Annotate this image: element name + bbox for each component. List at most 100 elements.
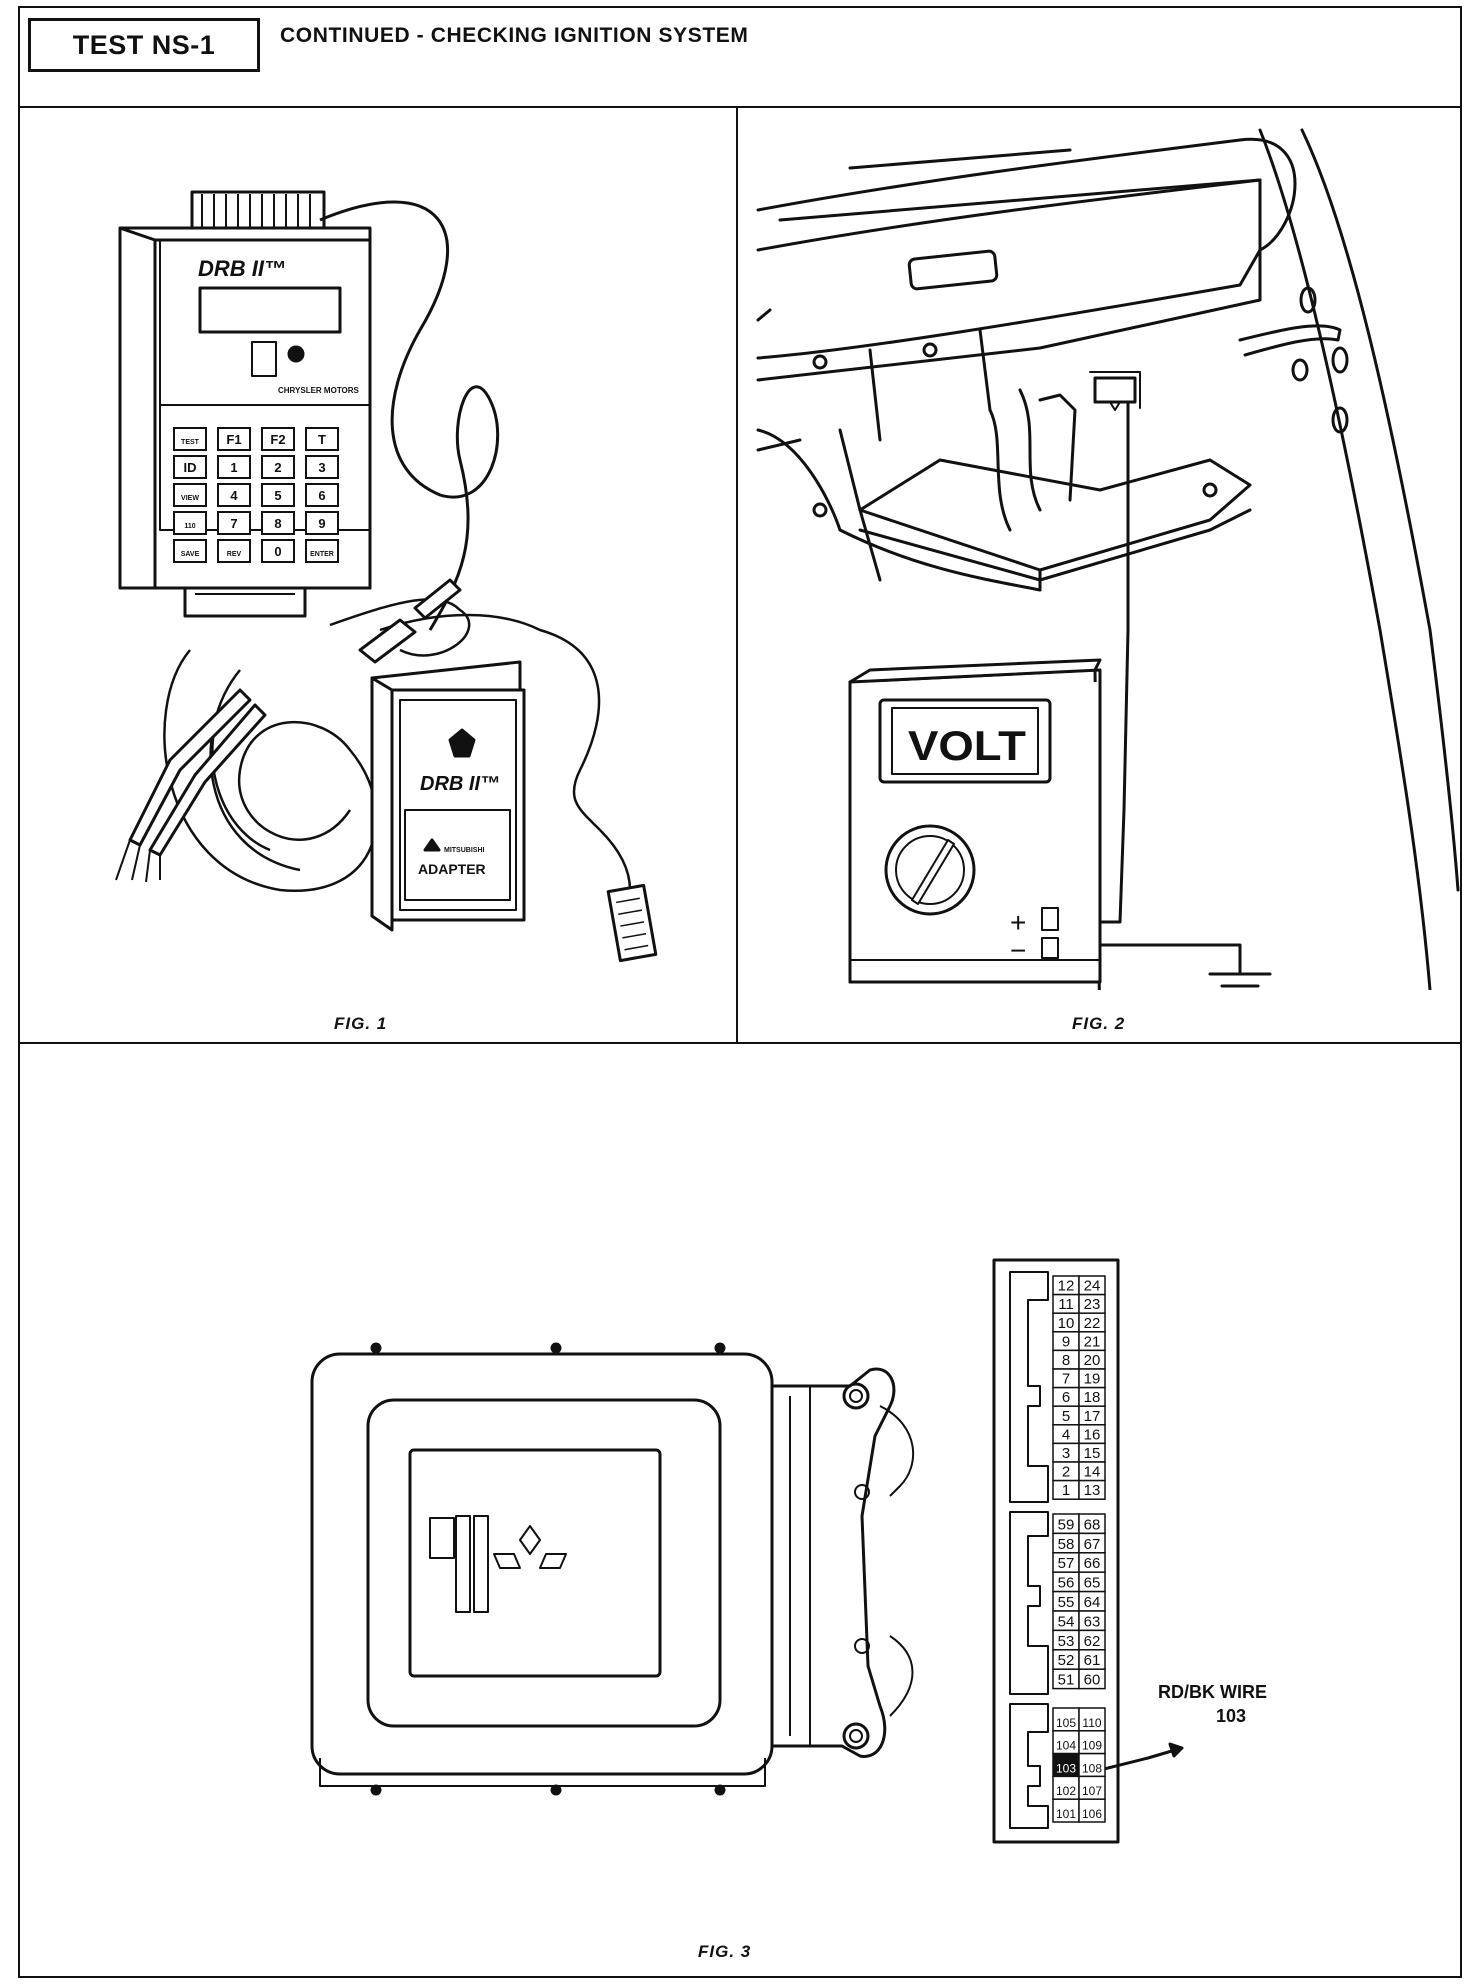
- connector-pin-number: 24: [1084, 1278, 1101, 1295]
- connector-pin-number: 1: [1062, 1482, 1070, 1499]
- diagnostic-connector: [1093, 376, 1137, 404]
- cable-plug: [413, 578, 462, 620]
- connector-pin-number: 4: [1062, 1426, 1070, 1443]
- connector-pin-number: 10: [1058, 1315, 1075, 1332]
- connector-pin-number: 23: [1084, 1296, 1101, 1313]
- ecu-inner-panel: [366, 1398, 722, 1728]
- test-id-box: TEST NS-1: [28, 18, 260, 72]
- row1-rule: [18, 1042, 1462, 1044]
- connector-pin-number: 52: [1058, 1652, 1075, 1669]
- keypad-key-label: 4: [230, 488, 238, 503]
- connector-pin-number: 6: [1062, 1389, 1070, 1406]
- tester-cable: [319, 200, 500, 631]
- glovebox: [756, 178, 1262, 382]
- wire-label-line2: 103: [1216, 1706, 1246, 1726]
- keypad-key: [173, 511, 207, 535]
- connector-pin-number: 9: [1062, 1333, 1070, 1350]
- connector-pin-number: 60: [1084, 1672, 1101, 1689]
- keypad-key-label: 2: [274, 460, 281, 475]
- negative-jack: [1041, 937, 1059, 959]
- outer-border: [18, 6, 1462, 1978]
- connector-pin-number: 59: [1058, 1516, 1075, 1533]
- keypad-key-label: VIEW: [181, 495, 199, 502]
- keypad-key: [217, 427, 251, 451]
- connector-pin-number: 66: [1084, 1555, 1101, 1572]
- connector-pin-number: 103: [1056, 1761, 1076, 1775]
- keypad-key-label: 0: [274, 544, 281, 559]
- connector-pin-number: 7: [1062, 1371, 1070, 1388]
- keypad-key: [305, 539, 339, 563]
- voltmeter-display-frame: [878, 698, 1052, 784]
- plus-sign: +: [1010, 907, 1026, 938]
- voltmeter-display-text: VOLT: [908, 722, 1026, 769]
- connector-pin-cell: [1078, 1668, 1106, 1690]
- connector-pin-number: 18: [1084, 1389, 1101, 1406]
- page-title: CONTINUED - CHECKING IGNITION SYSTEM: [280, 24, 749, 47]
- connector-pin-number: 56: [1058, 1575, 1075, 1592]
- keypad-key: [173, 427, 207, 451]
- fig2-label: FIG. 2: [1072, 1014, 1126, 1033]
- keypad-key-label: F2: [270, 432, 285, 447]
- tester-maker-text: CHRYSLER MOTORS: [278, 386, 360, 395]
- tester-screen: [198, 286, 342, 334]
- keypad-key-label: ENTER: [310, 551, 334, 558]
- keypad-key: [217, 455, 251, 479]
- keypad-key: [305, 455, 339, 479]
- connector-pin-number: 62: [1084, 1633, 1101, 1650]
- wire-pointer-line: [1095, 1746, 1183, 1773]
- keypad-key: [305, 483, 339, 507]
- keypad-key-label: REV: [227, 551, 242, 558]
- keypad-key: [217, 483, 251, 507]
- keypad-key: [305, 427, 339, 451]
- door-hinge: [1238, 324, 1342, 357]
- connector-pin-number: 53: [1058, 1633, 1075, 1650]
- connector-pin-number: 22: [1084, 1315, 1101, 1332]
- keypad-key-label: 6: [318, 488, 325, 503]
- connector-pin-number: 102: [1056, 1784, 1076, 1798]
- connector-pin-number: 55: [1058, 1594, 1075, 1611]
- alligator-clip-icon: [128, 688, 252, 847]
- adapter-label-text: ADAPTER: [418, 861, 486, 877]
- keypad-key: [173, 483, 207, 507]
- connector-pin-cell: [1078, 1798, 1106, 1823]
- connector-pin-number: 107: [1082, 1784, 1102, 1798]
- connector-pin-number: 8: [1062, 1352, 1070, 1369]
- keypad-key: [305, 511, 339, 535]
- keypad-key-label: 7: [230, 516, 237, 531]
- fig1-label: FIG. 1: [334, 1014, 388, 1033]
- tester-brand-text: DRB II™: [198, 256, 286, 281]
- connector-pin-number: 106: [1082, 1807, 1102, 1821]
- connector-pin-number: 14: [1084, 1464, 1101, 1481]
- fig2-illustration: VOLT + −: [756, 128, 1460, 990]
- connector-pin-number: 65: [1084, 1575, 1101, 1592]
- adapter-brand-text: DRB II™: [420, 773, 500, 795]
- connector-pin-number: 101: [1056, 1807, 1076, 1821]
- ecu-label-plate: [408, 1448, 662, 1678]
- connector-pin-number: 19: [1084, 1371, 1101, 1388]
- connector-pin-number: 54: [1058, 1613, 1075, 1630]
- ecu-stripes-icon: [429, 1517, 455, 1559]
- keypad-key-label: SAVE: [181, 551, 200, 558]
- tester-bottom-connector: [183, 586, 307, 618]
- connector-pin-number: 11: [1058, 1296, 1074, 1313]
- connector-pin-cell: [1078, 1479, 1106, 1500]
- ecu-connector-face: [992, 1258, 1120, 1844]
- dashboard-outline: [756, 137, 1297, 252]
- keypad-key-label: 8: [274, 516, 281, 531]
- mitsubishi-logo-icon: [493, 1525, 567, 1569]
- connector-pin-number: 15: [1084, 1445, 1101, 1462]
- keypad-key: [217, 539, 251, 563]
- connector-pin-number: 58: [1058, 1536, 1075, 1553]
- connector-pin-number: 104: [1056, 1739, 1076, 1753]
- connector-pin-number: 109: [1082, 1739, 1102, 1753]
- connector-pin-number: 2: [1062, 1464, 1070, 1481]
- keypad-key-label: T: [318, 432, 326, 447]
- ecu-mounting-bracket: [772, 1367, 896, 1758]
- voltmeter-dial: [884, 824, 976, 916]
- connector-pin-number: 21: [1084, 1333, 1101, 1350]
- keypad-key-label: ID: [184, 460, 197, 475]
